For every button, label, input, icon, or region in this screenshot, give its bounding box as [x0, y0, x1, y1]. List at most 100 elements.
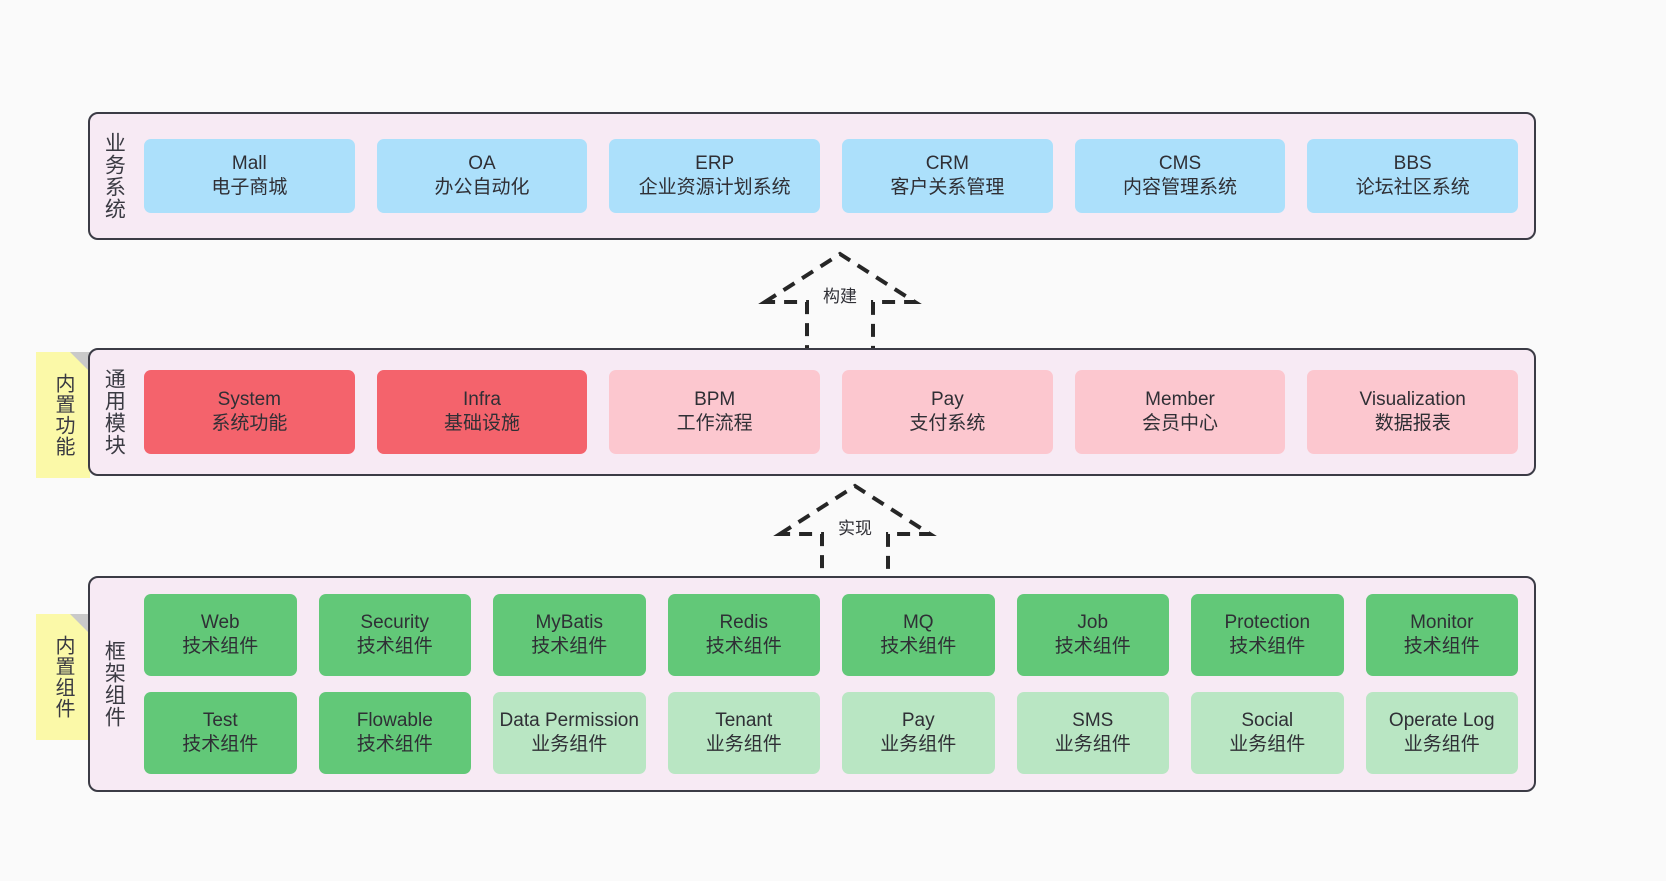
- card-oa[interactable]: OA 办公自动化: [376, 139, 588, 213]
- card-title: Monitor: [1410, 611, 1474, 633]
- card-job[interactable]: Job 技术组件: [1016, 594, 1169, 676]
- card-title: Tenant: [715, 709, 773, 731]
- card-title: Job: [1077, 611, 1109, 633]
- card-subtitle: 技术组件: [356, 636, 433, 657]
- card-subtitle: 业务组件: [1229, 734, 1306, 755]
- note-builtin-components: 内置组件: [36, 614, 90, 740]
- card-monitor[interactable]: Monitor 技术组件: [1365, 594, 1518, 676]
- card-title: BBS: [1393, 152, 1432, 174]
- card-mq[interactable]: MQ 技术组件: [842, 594, 995, 676]
- card-row: Web 技术组件 Security 技术组件 MyBatis 技术组件 Redi…: [144, 594, 1518, 676]
- card-mybatis[interactable]: MyBatis 技术组件: [493, 594, 646, 676]
- card-subtitle: 办公自动化: [434, 177, 530, 198]
- card-title: OA: [468, 152, 496, 174]
- card-cms[interactable]: CMS 内容管理系统: [1074, 139, 1286, 213]
- card-title: Operate Log: [1388, 709, 1495, 731]
- card-title: Redis: [719, 611, 769, 633]
- layer-body-business: Mall 电子商城 OA 办公自动化 ERP 企业资源计划系统 CRM 客户关系…: [136, 114, 1534, 238]
- card-subtitle: 业务组件: [705, 734, 782, 755]
- card-subtitle: 业务组件: [880, 734, 957, 755]
- card-title: Member: [1145, 388, 1215, 410]
- card-mall[interactable]: Mall 电子商城: [144, 139, 355, 213]
- note-builtin-features: 内置功能: [36, 352, 90, 478]
- card-subtitle: 论坛社区系统: [1355, 177, 1470, 198]
- card-tenant[interactable]: Tenant 业务组件: [667, 692, 820, 774]
- layer-body-framework: Web 技术组件 Security 技术组件 MyBatis 技术组件 Redi…: [136, 578, 1534, 790]
- card-title: CMS: [1158, 152, 1202, 174]
- card-subtitle: 技术组件: [705, 636, 782, 657]
- card-bpm[interactable]: BPM 工作流程: [609, 370, 821, 454]
- folded-corner-icon: [70, 352, 90, 372]
- card-data-permission[interactable]: Data Permission 业务组件: [493, 692, 646, 774]
- connector-implement: 实现: [770, 480, 940, 588]
- generalization-arrow-icon: [773, 483, 937, 586]
- card-title: Flowable: [356, 709, 433, 731]
- card-row: Test 技术组件 Flowable 技术组件 Data Permission …: [144, 692, 1518, 774]
- layer-body-common: System 系统功能 Infra 基础设施 BPM 工作流程 Pay 支付系统…: [136, 350, 1534, 474]
- card-pay[interactable]: Pay 支付系统: [842, 370, 1053, 454]
- card-title: Web: [200, 611, 240, 633]
- card-subtitle: 客户关系管理: [890, 177, 1005, 198]
- card-title: MQ: [902, 611, 934, 633]
- card-title: Pay: [901, 709, 935, 731]
- card-operate-log[interactable]: Operate Log 业务组件: [1365, 692, 1518, 774]
- card-subtitle: 系统功能: [211, 413, 288, 434]
- card-subtitle: 基础设施: [444, 413, 521, 434]
- card-social[interactable]: Social 业务组件: [1191, 692, 1344, 774]
- card-flowable[interactable]: Flowable 技术组件: [318, 692, 471, 774]
- card-subtitle: 技术组件: [531, 636, 608, 657]
- layer-business-systems: 业务系统 Mall 电子商城 OA 办公自动化 ERP 企业资源计划系统 CRM…: [88, 112, 1536, 240]
- card-title: CRM: [925, 152, 969, 174]
- card-pay-component[interactable]: Pay 业务组件: [842, 692, 995, 774]
- folded-corner-icon: [70, 614, 90, 634]
- layer-title-business: 业务系统: [102, 132, 126, 220]
- layer-framework-components: 框架组件 Web 技术组件 Security 技术组件 MyBatis 技术组件…: [88, 576, 1536, 792]
- card-subtitle: 技术组件: [182, 734, 259, 755]
- card-subtitle: 技术组件: [1229, 636, 1306, 657]
- card-erp[interactable]: ERP 企业资源计划系统: [609, 139, 821, 213]
- card-subtitle: 业务组件: [1403, 734, 1480, 755]
- card-title: Mall: [231, 152, 267, 174]
- card-title: Security: [360, 611, 430, 633]
- generalization-arrow-icon: [758, 251, 922, 354]
- card-subtitle: 支付系统: [909, 413, 986, 434]
- card-subtitle: 业务组件: [531, 734, 608, 755]
- card-sms[interactable]: SMS 业务组件: [1016, 692, 1169, 774]
- card-security[interactable]: Security 技术组件: [318, 594, 471, 676]
- card-title: Data Permission: [499, 709, 639, 731]
- card-title: Test: [202, 709, 238, 731]
- connector-label-build: 构建: [820, 282, 860, 307]
- card-title: Visualization: [1359, 388, 1466, 410]
- card-row: Mall 电子商城 OA 办公自动化 ERP 企业资源计划系统 CRM 客户关系…: [144, 139, 1519, 213]
- card-subtitle: 技术组件: [182, 636, 259, 657]
- card-subtitle: 技术组件: [1054, 636, 1131, 657]
- connector-label-implement: 实现: [835, 514, 875, 539]
- connector-build: 构建: [755, 248, 925, 356]
- card-title: System: [217, 388, 282, 410]
- card-subtitle: 技术组件: [880, 636, 957, 657]
- card-subtitle: 业务组件: [1054, 734, 1131, 755]
- layer-title-common: 通用模块: [102, 368, 126, 456]
- card-visualization[interactable]: Visualization 数据报表: [1307, 370, 1519, 454]
- card-system[interactable]: System 系统功能: [144, 370, 355, 454]
- card-subtitle: 电子商城: [211, 177, 288, 198]
- card-test[interactable]: Test 技术组件: [144, 692, 297, 774]
- card-protection[interactable]: Protection 技术组件: [1191, 594, 1344, 676]
- card-crm[interactable]: CRM 客户关系管理: [842, 139, 1053, 213]
- card-title: Infra: [462, 388, 502, 410]
- card-web[interactable]: Web 技术组件: [144, 594, 297, 676]
- card-subtitle: 技术组件: [1403, 636, 1480, 657]
- card-row: System 系统功能 Infra 基础设施 BPM 工作流程 Pay 支付系统…: [144, 370, 1519, 454]
- card-subtitle: 内容管理系统: [1123, 177, 1238, 198]
- card-title: Protection: [1224, 611, 1311, 633]
- card-subtitle: 企业资源计划系统: [638, 177, 791, 198]
- card-title: MyBatis: [535, 611, 604, 633]
- card-member[interactable]: Member 会员中心: [1074, 370, 1286, 454]
- card-infra[interactable]: Infra 基础设施: [376, 370, 588, 454]
- card-bbs[interactable]: BBS 论坛社区系统: [1307, 139, 1519, 213]
- card-title: Pay: [930, 388, 964, 410]
- note-label: 内置组件: [52, 635, 74, 719]
- card-redis[interactable]: Redis 技术组件: [667, 594, 820, 676]
- layer-common-modules: 通用模块 System 系统功能 Infra 基础设施 BPM 工作流程 Pay…: [88, 348, 1536, 476]
